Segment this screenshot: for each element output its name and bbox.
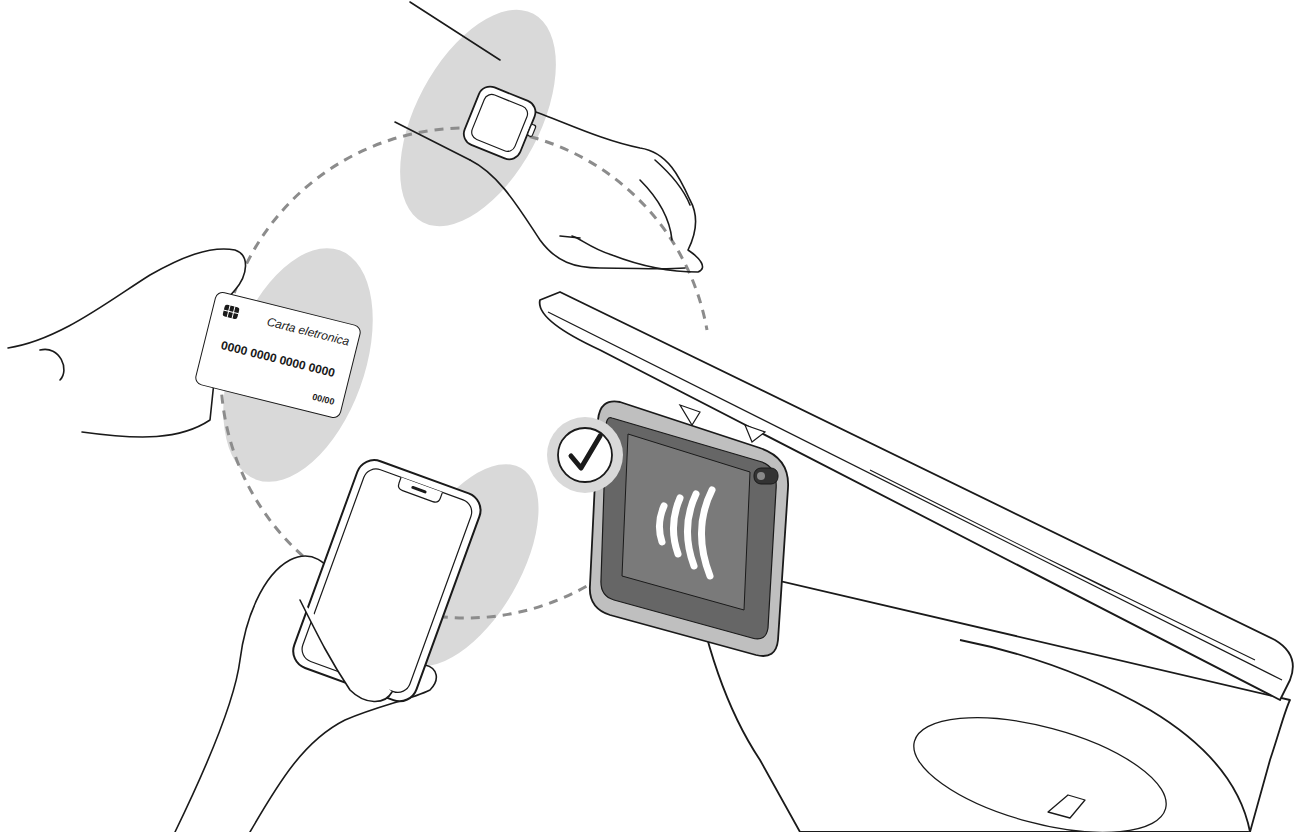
- check-badge: [547, 417, 623, 493]
- smartphone: [288, 455, 485, 706]
- card-expiry: 00/00: [311, 392, 335, 407]
- thumb: [300, 600, 392, 702]
- card-chip: [222, 304, 241, 320]
- card-number: 0000 0000 0000 0000: [220, 338, 337, 380]
- card-title: Carta eletronica: [265, 315, 351, 349]
- pos-terminal: [540, 292, 1293, 832]
- tap-zone: [368, 0, 588, 251]
- watch-hand: [395, 2, 703, 272]
- smartwatch: [460, 83, 543, 165]
